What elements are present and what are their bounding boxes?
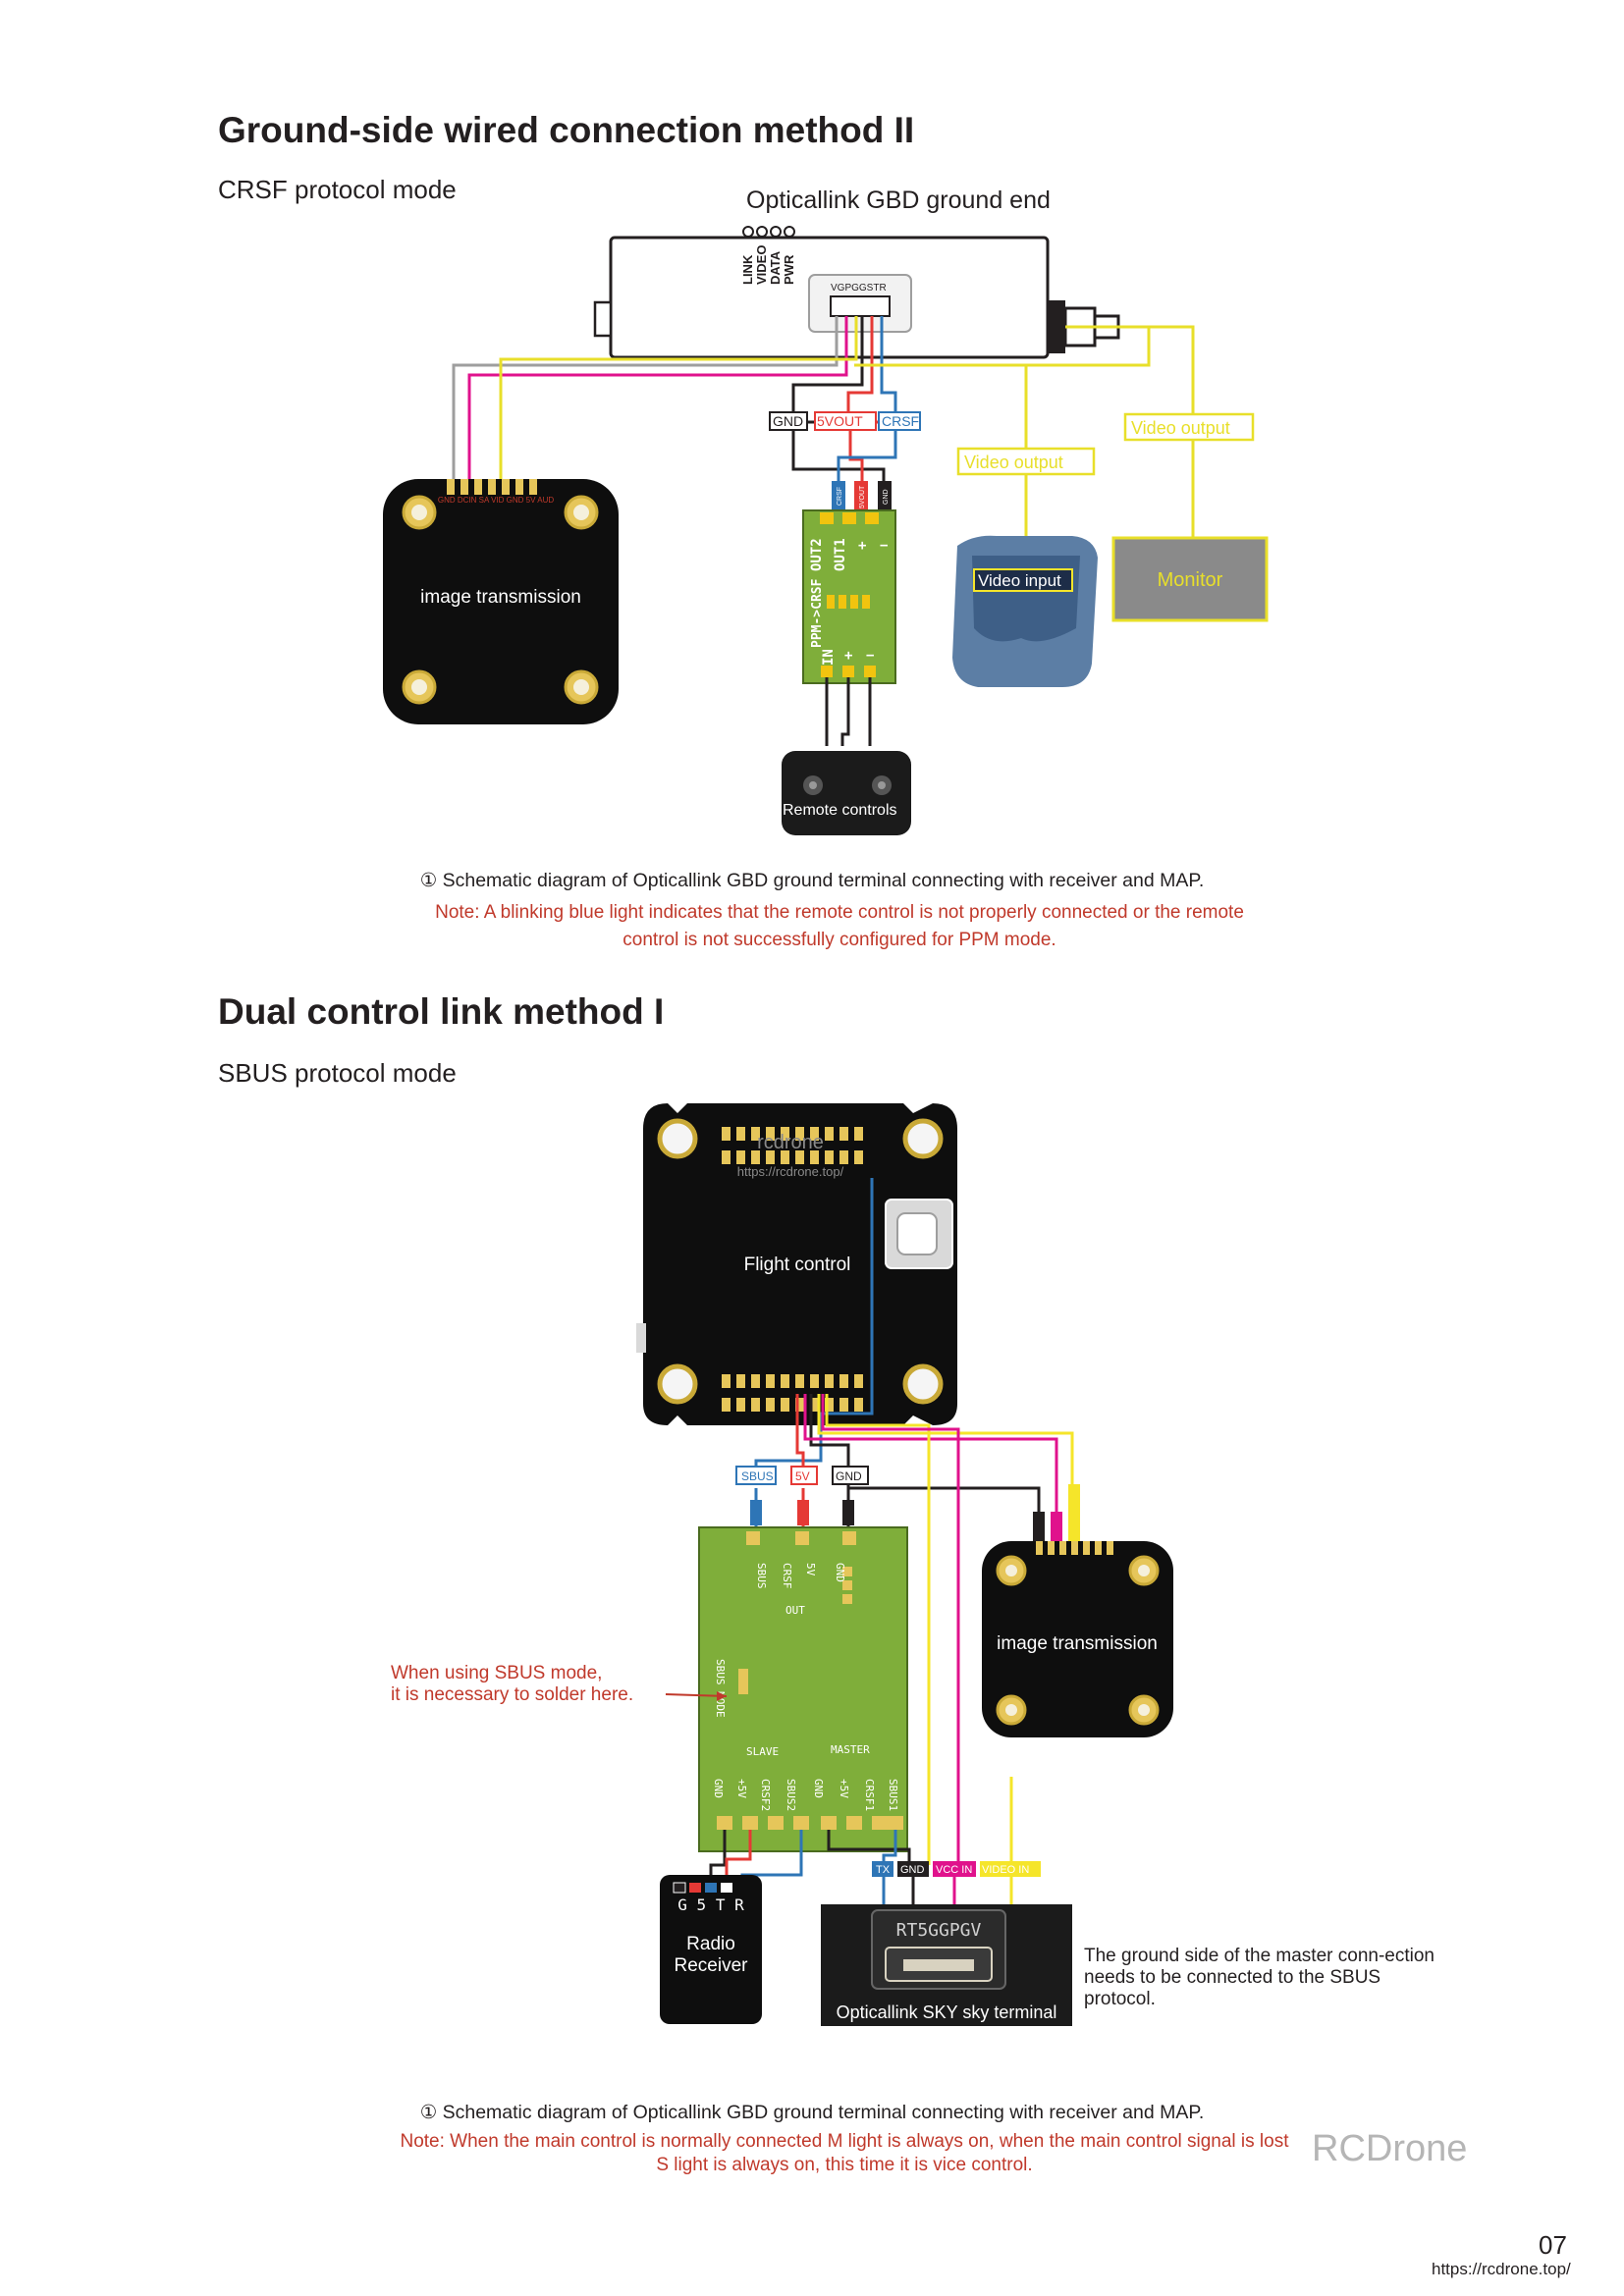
sky-terminal: RT5GGPGV Opticallink SKY sky terminal xyxy=(821,1904,1072,2026)
fc-watermark: rcdrone xyxy=(757,1132,824,1153)
svg-text:+: + xyxy=(858,538,866,554)
module-conv: PPM->CRSF xyxy=(810,578,825,648)
svg-text:SBUS1: SBUS1 xyxy=(887,1779,899,1811)
module-out2: OUT2 xyxy=(809,538,825,571)
module-out1: OUT1 xyxy=(833,538,848,571)
svg-text:+5V: +5V xyxy=(838,1779,850,1798)
vtx2-label: image transmission xyxy=(997,1633,1158,1654)
indicator-data: DATA xyxy=(768,250,783,285)
vtx-label: image transmission xyxy=(420,587,581,608)
module-top-tags: CRSF 5VOUT GND xyxy=(832,481,892,510)
section1-title: Ground-side wired connection method II xyxy=(218,110,915,150)
goggle-label: Video input xyxy=(978,571,1061,590)
sky-tag-tx: TX xyxy=(876,1864,891,1876)
diagram-dual-control: rcdrone https://rcdrone.top/ Flight cont… xyxy=(391,1103,1173,2026)
sky-tag-vcc: VCC IN xyxy=(936,1864,972,1876)
side-note: The ground side of the master conn-ectio… xyxy=(1084,1946,1435,2009)
diagram-ground-connection: Opticallink GBD ground end LINK VIDEO DA… xyxy=(383,187,1269,835)
svg-text:MASTER: MASTER xyxy=(831,1743,870,1756)
svg-text:CRSF1: CRSF1 xyxy=(863,1779,876,1811)
device-label: Opticallink GBD ground end xyxy=(746,187,1051,214)
svg-text:SLAVE: SLAVE xyxy=(746,1745,779,1758)
port-pins: VGPGGSTR xyxy=(831,283,887,294)
radio-receiver: G 5 T R Radio Receiver xyxy=(660,1875,762,2024)
dual-control-board: SBUS CRSF 5V GND OUT SBUS MODE SLAVE MAS… xyxy=(698,1526,908,1852)
svg-text:GND: GND xyxy=(812,1779,825,1798)
svg-text:CRSF2: CRSF2 xyxy=(759,1779,772,1811)
svg-text:IN: IN xyxy=(821,649,837,666)
svg-text:GND: GND xyxy=(834,1563,846,1582)
section1-caption: ① Schematic diagram of Opticallink GBD g… xyxy=(419,870,1205,891)
fc-url: https://rcdrone.top/ xyxy=(737,1164,844,1179)
site-url[interactable]: https://rcdrone.top/ xyxy=(1432,2260,1571,2278)
section2-note: Note: When the main control is normally … xyxy=(400,2131,1289,2175)
solder-note-line1: When using SBUS mode, xyxy=(391,1663,602,1683)
video-output-1: Video output xyxy=(964,453,1063,472)
fc-tag-5v: 5V xyxy=(795,1469,810,1483)
fc-label: Flight control xyxy=(744,1255,851,1275)
receiver-label-2: Receiver xyxy=(675,1955,749,1976)
sky-tag-video: VIDEO IN xyxy=(982,1864,1029,1876)
vtx-module-1: GND DCIN SA VID GND 5V AUD image transmi… xyxy=(383,479,619,724)
sky-label: Opticallink SKY sky terminal xyxy=(837,2002,1057,2022)
svg-text:CRSF: CRSF xyxy=(781,1563,793,1589)
svg-text:SBUS2: SBUS2 xyxy=(785,1779,797,1811)
ppm-crsf-module: OUT2 OUT1 + − PPM->CRSF IN + − xyxy=(802,509,896,684)
svg-text:−: − xyxy=(880,538,888,554)
svg-text:CRSF: CRSF xyxy=(837,487,843,506)
sky-tag-gnd: GND xyxy=(900,1864,925,1876)
section2-subtitle: SBUS protocol mode xyxy=(218,1058,457,1088)
remote-label: Remote controls xyxy=(783,802,897,819)
monitor: Monitor xyxy=(1111,536,1269,622)
sky-model: RT5GGPGV xyxy=(896,1920,982,1941)
indicator-link: LINK xyxy=(740,254,755,285)
video-output-2: Video output xyxy=(1131,418,1230,438)
section2-title: Dual control link method I xyxy=(218,991,665,1032)
svg-text:GND: GND xyxy=(712,1779,725,1798)
indicator-video: VIDEO xyxy=(754,245,769,285)
svg-text:5VOUT: 5VOUT xyxy=(859,485,866,508)
svg-text:+5V: +5V xyxy=(735,1779,748,1798)
svg-text:OUT: OUT xyxy=(785,1604,805,1617)
tag-gnd: GND xyxy=(773,413,803,429)
page-number: 07 xyxy=(1539,2230,1567,2260)
fc-tag-gnd: GND xyxy=(836,1469,862,1483)
gbd-ground-device: LINK VIDEO DATA PWR VGPGGSTR xyxy=(593,226,1120,359)
vtx-module-2: image transmission xyxy=(982,1484,1173,1737)
vtx-pins: GND DCIN SA VID GND 5V AUD xyxy=(438,496,554,505)
svg-text:GND: GND xyxy=(883,489,890,505)
svg-text:SBUS MODE: SBUS MODE xyxy=(714,1659,727,1718)
video-goggle: Video input xyxy=(952,535,1098,687)
receiver-label-1: Radio xyxy=(686,1934,735,1954)
port-wires xyxy=(452,316,1195,569)
svg-text:−: − xyxy=(866,648,874,664)
section1-note: Note: A blinking blue light indicates th… xyxy=(435,902,1244,950)
rcdrone-watermark: RCDrone xyxy=(1312,2128,1468,2169)
solder-note-line2: it is necessary to solder here. xyxy=(391,1684,633,1705)
remote-controls: Remote controls xyxy=(782,751,911,835)
tag-5vout: 5VOUT xyxy=(817,413,863,429)
receiver-pins: G 5 T R xyxy=(677,1896,744,1914)
tag-crsf: CRSF xyxy=(882,413,919,429)
section1-subtitle: CRSF protocol mode xyxy=(218,175,457,204)
indicator-pwr: PWR xyxy=(782,254,796,285)
svg-text:SBUS: SBUS xyxy=(755,1563,768,1589)
section2-caption: ① Schematic diagram of Opticallink GBD g… xyxy=(419,2102,1205,2123)
svg-text:+: + xyxy=(844,648,852,664)
monitor-label: Monitor xyxy=(1158,569,1223,591)
flight-controller: rcdrone https://rcdrone.top/ Flight cont… xyxy=(636,1103,957,1425)
fc-tag-sbus: SBUS xyxy=(741,1469,774,1483)
svg-text:5V: 5V xyxy=(804,1563,817,1576)
